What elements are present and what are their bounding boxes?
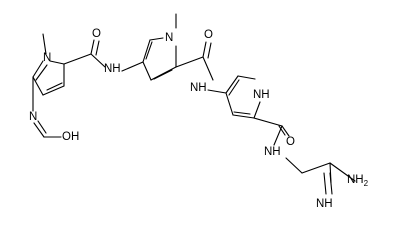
atom-oh-formamide: OH: [62, 131, 79, 143]
atom-nh-pyrrole: NH: [253, 89, 270, 101]
pyrrole-ring-2: [121, 37, 177, 81]
molecule-drawing: N O NH N OH N O NH NH O NH NH2 NH: [29, 13, 369, 210]
atom-n-methyl-1: N: [43, 52, 51, 64]
atom-nh-amide-1: NH: [104, 63, 121, 75]
pyrrole-ring-3: [207, 75, 261, 119]
atom-o-carbonyl-2: O: [204, 29, 213, 41]
amidine-chain: [285, 157, 356, 195]
atom-o-carbonyl-3: O: [286, 136, 295, 148]
atom-o-carbonyl-1: O: [92, 28, 101, 40]
atom-nh-amide-3: NH: [264, 146, 281, 158]
atom-n-methyl-2: N: [165, 32, 173, 44]
atom-nh2-amidine: NH2: [347, 174, 369, 188]
methyl-bond-1: [42, 33, 47, 55]
atom-nh-amide-2: NH: [190, 82, 207, 94]
formamide-group: [33, 120, 62, 138]
pyrrole-ring-1: [32, 60, 65, 96]
atom-nh-amidine: NH: [316, 198, 333, 210]
carbonyl-1: [63, 39, 106, 68]
structure-diagram: N O NH N OH N O NH NH O NH NH2 NH: [29, 13, 369, 210]
carbonyl-2: [175, 41, 214, 81]
atom-n-formamide: N: [29, 111, 37, 123]
carbonyl-3: [253, 117, 290, 146]
